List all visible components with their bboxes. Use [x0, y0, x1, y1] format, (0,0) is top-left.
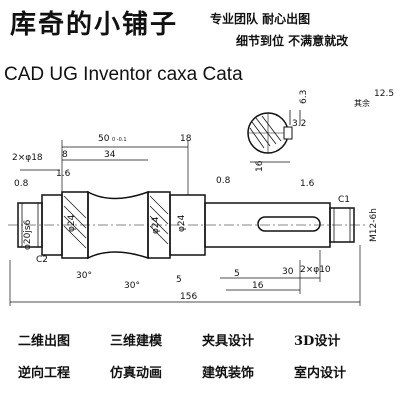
dimension-texts: 50 0 -0.1 34 8 18 2×φ18 0.8 1.6 φ20js6 φ… — [12, 89, 394, 302]
service-simulation-animation: 仿真动画 — [110, 366, 163, 381]
dim-5: 5 — [176, 275, 182, 285]
dim-30-a: 30° — [76, 271, 92, 281]
dim-5-bottom: 5 — [234, 269, 240, 279]
dim-m12: M12-6h — [369, 208, 379, 242]
service-3d-design: 3D设计 — [294, 334, 341, 349]
dim-phi24-b: φ24 — [151, 216, 161, 234]
service-reverse-engineering: 逆向工程 — [18, 366, 71, 381]
dim-34: 34 — [104, 150, 116, 160]
service-2d-drawing: 二维出图 — [18, 334, 71, 349]
dim-phi24-a: φ24 — [67, 214, 77, 232]
shop-title: 库奇的小铺子 — [10, 10, 179, 40]
dim-18: 18 — [180, 134, 192, 144]
software-list: CAD UG Inventor caxa Cata — [4, 64, 243, 85]
gear-hatching — [63, 195, 169, 249]
dim-2phi10: 2×φ10 — [300, 265, 331, 275]
dim-8: 8 — [62, 150, 68, 160]
dim-16-section: 16 — [255, 160, 265, 172]
service-architectural-decoration: 建筑装饰 — [202, 366, 255, 381]
dim-0.8-right: 0.8 — [216, 176, 231, 186]
dim-156: 156 — [180, 292, 197, 302]
dim-phi24-c: φ24 — [177, 214, 187, 232]
dimension-lines — [9, 140, 361, 306]
section-view — [247, 110, 301, 163]
tagline-line-1: 专业团队 耐心出图 — [210, 12, 311, 26]
dim-phi20: φ20js6 — [23, 219, 33, 250]
dim-3.2: 3.2 — [292, 119, 306, 129]
dim-c2: C2 — [36, 255, 48, 265]
dim-16-bottom: 16 — [252, 281, 264, 291]
dim-50: 50 — [98, 134, 110, 144]
dim-50-tol: 0 -0.1 — [112, 137, 127, 143]
service-interior-design: 室内设计 — [294, 366, 347, 381]
shaft-outline — [8, 190, 365, 260]
dim-30-b: 30° — [124, 281, 140, 291]
tagline-line-2: 细节到位 不满意就改 — [236, 34, 349, 48]
dim-c1: C1 — [338, 195, 350, 205]
dim-0.8-left: 0.8 — [14, 179, 29, 189]
dim-6.3: 6.3 — [299, 90, 309, 104]
dim-12.5: 12.5 — [374, 89, 394, 99]
service-3d-modeling: 三维建模 — [110, 334, 163, 349]
dim-chamfer-left: 2×φ18 — [12, 153, 43, 163]
rest-note: 其余 — [354, 98, 370, 108]
service-fixture-design: 夹具设计 — [202, 334, 255, 349]
dim-1.6-right: 1.6 — [300, 179, 315, 189]
dim-30: 30 — [282, 267, 294, 277]
dim-1.6-left: 1.6 — [56, 169, 71, 179]
